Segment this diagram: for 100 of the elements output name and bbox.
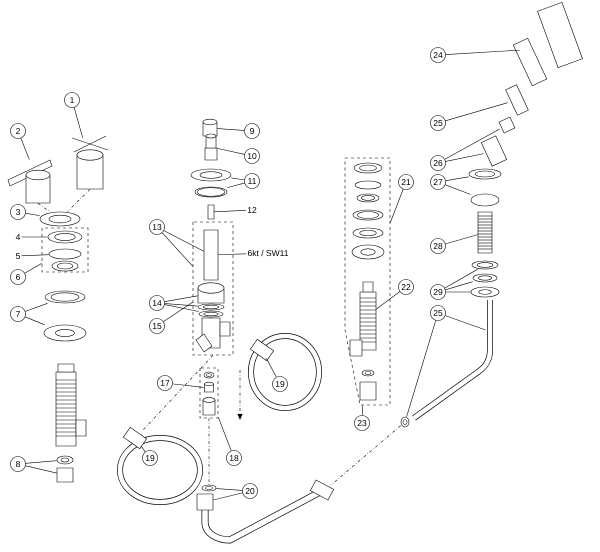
lever-handle-drawing <box>8 160 52 204</box>
leader-line <box>266 358 277 378</box>
hose-drawing <box>248 333 322 411</box>
callout-number: 24 <box>430 47 446 63</box>
part-label: 4 <box>16 234 20 240</box>
callout-number: 22 <box>398 279 414 295</box>
callout-number: 10 <box>244 148 260 164</box>
hose-drawing <box>412 300 493 420</box>
washer-drawing <box>190 168 232 182</box>
leader-line <box>406 320 436 417</box>
assembly-line <box>38 203 50 212</box>
callout-number: 3 <box>10 204 26 220</box>
leader-line <box>445 153 484 162</box>
leader-line <box>163 302 193 322</box>
leader-line <box>74 107 83 138</box>
sleeve-drawing <box>498 116 516 134</box>
nut-drawing <box>56 468 74 482</box>
washer-drawing <box>198 304 224 310</box>
leader-line <box>445 102 508 122</box>
callout-number: 26 <box>430 155 446 171</box>
callout-number: 11 <box>244 173 260 189</box>
leader-line <box>444 128 500 160</box>
leader-line <box>445 176 469 181</box>
leader-line <box>24 263 42 274</box>
callout-number: 21 <box>398 174 414 190</box>
callout-number: 7 <box>10 306 26 322</box>
callout-number: 13 <box>149 219 165 235</box>
leader-line <box>445 315 486 330</box>
callout-number: 27 <box>430 174 446 190</box>
callout-number: 6 <box>10 269 26 285</box>
valve-body-drawing <box>350 282 376 356</box>
cap-drawing <box>202 118 218 136</box>
leader-line <box>218 416 232 452</box>
leader-line <box>140 446 146 452</box>
washer-drawing <box>44 290 86 304</box>
callout-number: 28 <box>430 238 446 254</box>
callout-number: 14 <box>149 295 165 311</box>
callout-number: 23 <box>354 415 370 431</box>
leader-line <box>25 465 57 474</box>
callout-number: 29 <box>430 284 446 300</box>
leader-line <box>24 316 45 325</box>
leader-line <box>444 184 471 195</box>
leader-line <box>172 384 204 388</box>
callout-number: 9 <box>244 123 260 139</box>
leader-line <box>444 269 478 288</box>
group-frame <box>192 222 234 356</box>
part-label: 12 <box>248 207 256 213</box>
spindle-drawing <box>204 134 218 160</box>
leader-line <box>217 148 245 155</box>
callout-number: 1 <box>64 92 80 108</box>
leader-line <box>445 234 478 244</box>
leader-line <box>227 182 245 188</box>
washer-drawing <box>472 260 498 270</box>
callout-number: 25 <box>430 115 446 131</box>
seal-ring-drawing <box>48 248 82 260</box>
leader-line <box>446 50 520 55</box>
leader-line <box>164 303 198 306</box>
connector-drawing <box>505 84 529 116</box>
callout-number: 8 <box>10 456 26 472</box>
leader-line <box>362 405 363 416</box>
washer-drawing <box>472 274 498 282</box>
leader-line <box>164 304 199 312</box>
leader-line <box>217 128 245 131</box>
callout-number: 15 <box>149 318 165 334</box>
group-frame <box>200 368 218 418</box>
assembly-line <box>208 418 210 485</box>
assembly-line <box>67 189 90 212</box>
flange-drawing <box>44 324 86 342</box>
cap-drawing <box>198 282 224 304</box>
cartridge-drawing <box>204 230 218 280</box>
washer-drawing <box>468 168 502 180</box>
callout-number: 17 <box>157 375 173 391</box>
part-label: 5 <box>16 253 20 259</box>
group-frame <box>42 228 88 272</box>
leader-line <box>218 253 247 256</box>
group-frame <box>344 158 390 406</box>
pin-drawing <box>208 204 214 220</box>
leader-line <box>164 230 204 252</box>
leader-line <box>21 236 48 238</box>
washer-drawing <box>56 456 74 464</box>
leader-line <box>231 178 245 180</box>
part-label: 6kt / SW11 <box>248 250 288 256</box>
leader-line <box>25 460 57 464</box>
washer-drawing <box>198 310 224 318</box>
threaded-tube-drawing <box>478 212 492 254</box>
cross-handle-drawing <box>72 136 108 190</box>
leader-line <box>214 210 246 212</box>
insert-drawing <box>204 382 214 392</box>
leader-line <box>25 303 48 312</box>
leader-line <box>21 254 49 256</box>
leader-line <box>162 232 193 267</box>
washer-drawing <box>48 230 82 244</box>
callout-number: 2 <box>10 123 26 139</box>
washer-drawing <box>40 212 80 226</box>
leader-line <box>164 296 198 302</box>
o-ring-drawing <box>400 416 410 428</box>
leader-line <box>20 138 30 160</box>
assembly-line <box>330 425 401 486</box>
leader-line <box>216 488 243 491</box>
nut-drawing <box>470 286 500 298</box>
